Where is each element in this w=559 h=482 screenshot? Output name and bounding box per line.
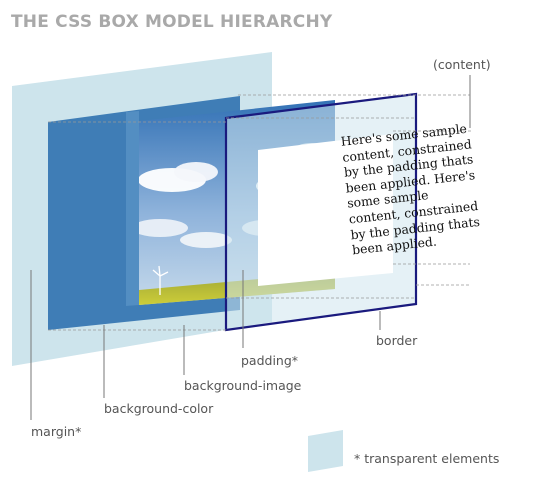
wind-turbine-icon xyxy=(152,265,169,295)
content-layer xyxy=(258,134,393,286)
margin-label: margin* xyxy=(31,424,82,439)
background-color-label: background-color xyxy=(104,401,214,416)
border-label: border xyxy=(376,333,418,348)
border-outline xyxy=(224,92,418,332)
background-color-layer-edge xyxy=(126,111,139,306)
sample-content-text: Here's some sample content, constrained … xyxy=(340,120,481,258)
legend-swatch xyxy=(308,430,343,472)
diagram-title: THE CSS BOX MODEL HIERARCHY xyxy=(11,12,333,32)
legend-label: * transparent elements xyxy=(354,451,500,466)
content-label: (content) xyxy=(433,57,491,72)
padding-label: padding* xyxy=(241,353,299,368)
leader-lines xyxy=(30,75,471,420)
background-image-label: background-image xyxy=(184,378,302,393)
guide-lines xyxy=(48,94,472,331)
